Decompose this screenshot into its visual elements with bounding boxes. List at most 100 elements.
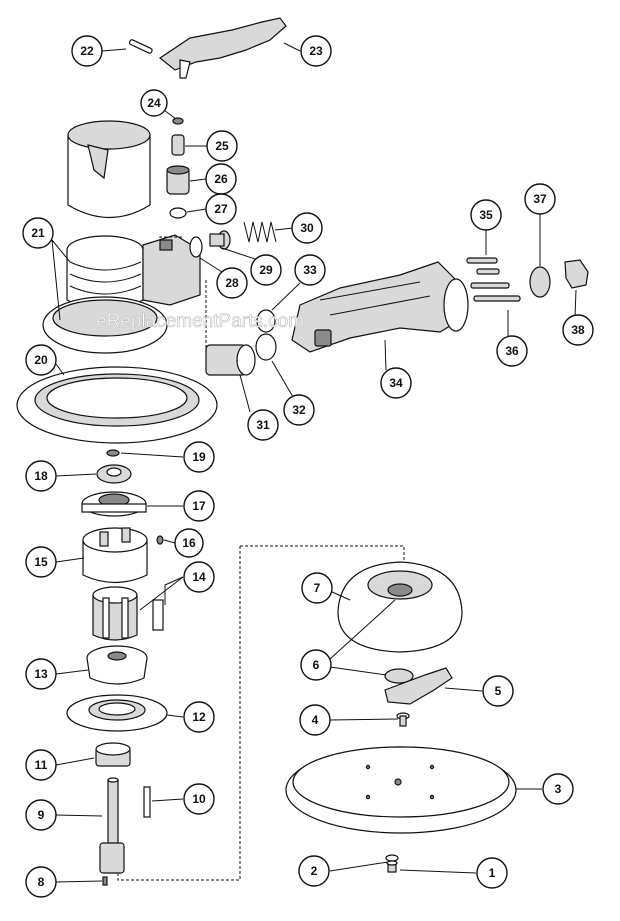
part-18-bearing: [96, 464, 132, 484]
svg-text:4: 4: [312, 713, 319, 727]
callout-10: 10: [183, 783, 215, 815]
svg-text:28: 28: [225, 276, 239, 290]
part-15-cylinder: [82, 527, 148, 584]
callout-17: 17: [183, 490, 215, 522]
part-16-pin: [156, 535, 164, 545]
svg-text:38: 38: [571, 323, 585, 337]
svg-text:5: 5: [495, 684, 502, 698]
callout-9: 9: [25, 799, 57, 831]
svg-text:7: 7: [314, 581, 321, 595]
callouts: 1 2 3 4 5 6 7 8 9 10 11 12 13 14 15 16 1…: [22, 35, 594, 898]
svg-text:3: 3: [555, 782, 562, 796]
callout-20: 20: [25, 344, 57, 376]
part-27-washer: [169, 207, 187, 219]
svg-text:18: 18: [34, 469, 48, 483]
part-37-cap: [529, 266, 551, 298]
part-29-fitting: [209, 230, 231, 250]
callout-37: 37: [524, 183, 556, 215]
part-31-muffler: [205, 344, 256, 376]
callout-12: 12: [183, 701, 215, 733]
svg-text:21: 21: [31, 226, 45, 240]
callout-3: 3: [542, 773, 574, 805]
part-35-screws: [466, 257, 500, 275]
callout-6: 6: [300, 649, 332, 681]
callout-5: 5: [482, 675, 514, 707]
svg-text:6: 6: [313, 658, 320, 672]
svg-text:14: 14: [192, 570, 206, 584]
part-38-clip: [564, 259, 589, 289]
svg-text:10: 10: [192, 792, 206, 806]
callout-2: 2: [298, 855, 330, 887]
callout-29: 29: [250, 254, 282, 286]
callout-1: 1: [476, 857, 508, 889]
part-21-motor-housing: [42, 120, 201, 354]
part-10-key: [143, 786, 151, 818]
part-23-lever: [158, 17, 287, 71]
callout-30: 30: [291, 212, 323, 244]
svg-text:36: 36: [505, 344, 519, 358]
callout-7: 7: [301, 572, 333, 604]
svg-text:9: 9: [38, 808, 45, 822]
callout-8: 8: [25, 866, 57, 898]
callout-15: 15: [25, 546, 57, 578]
callout-35: 35: [470, 199, 502, 231]
svg-text:1: 1: [489, 866, 496, 880]
part-24-o-ring: [172, 117, 184, 125]
svg-text:13: 13: [34, 667, 48, 681]
part-20-shroud: [16, 366, 218, 444]
callout-26: 26: [205, 163, 237, 195]
part-7-balancer: [337, 561, 463, 653]
callout-34: 34: [380, 367, 412, 399]
part-30-spring: [243, 221, 277, 243]
callout-31: 31: [247, 409, 279, 441]
part-32-o-ring: [255, 333, 277, 361]
watermark: eReplacementParts.com: [96, 311, 304, 332]
svg-text:25: 25: [215, 139, 229, 153]
part-25-valve-stem: [171, 134, 185, 156]
part-22-pin: [128, 39, 153, 54]
callout-19: 19: [183, 441, 215, 473]
svg-text:12: 12: [192, 710, 206, 724]
callout-23: 23: [300, 35, 332, 67]
svg-text:30: 30: [300, 221, 314, 235]
svg-text:32: 32: [292, 403, 306, 417]
parts-drawings: [16, 17, 589, 886]
callout-21: 21: [22, 217, 54, 249]
svg-text:2: 2: [311, 864, 318, 878]
part-11-bearing: [95, 742, 131, 767]
part-34-handle: [291, 261, 469, 353]
part-5-arm: [384, 667, 453, 705]
callout-14: 14: [183, 561, 215, 593]
callout-22: 22: [71, 35, 103, 67]
svg-text:31: 31: [256, 418, 270, 432]
part-19-nut: [106, 449, 120, 457]
callout-38: 38: [562, 314, 594, 346]
callout-4: 4: [299, 704, 331, 736]
svg-text:23: 23: [309, 44, 323, 58]
part-33-gasket: [256, 309, 276, 333]
part-28-ring: [189, 236, 203, 258]
callout-33: 33: [294, 254, 326, 286]
callout-27: 27: [205, 193, 237, 225]
svg-text:27: 27: [214, 202, 228, 216]
callout-28: 28: [216, 267, 248, 299]
part-36-screws: [470, 282, 521, 302]
part-9-spindle: [99, 777, 125, 874]
callout-11: 11: [25, 749, 57, 781]
callout-16: 16: [174, 528, 204, 558]
part-14-rotor: [92, 586, 164, 641]
callout-24: 24: [140, 89, 168, 117]
part-26-valve: [166, 165, 190, 195]
svg-text:26: 26: [214, 172, 228, 186]
svg-text:24: 24: [147, 96, 161, 110]
part-6-bearing: [384, 668, 414, 684]
svg-text:16: 16: [182, 536, 196, 550]
part-12-bearing-housing: [66, 694, 168, 732]
svg-text:29: 29: [259, 263, 273, 277]
svg-text:22: 22: [80, 44, 94, 58]
svg-text:20: 20: [34, 353, 48, 367]
part-1-screw: [386, 860, 398, 873]
callout-32: 32: [283, 394, 315, 426]
callout-36: 36: [496, 335, 528, 367]
